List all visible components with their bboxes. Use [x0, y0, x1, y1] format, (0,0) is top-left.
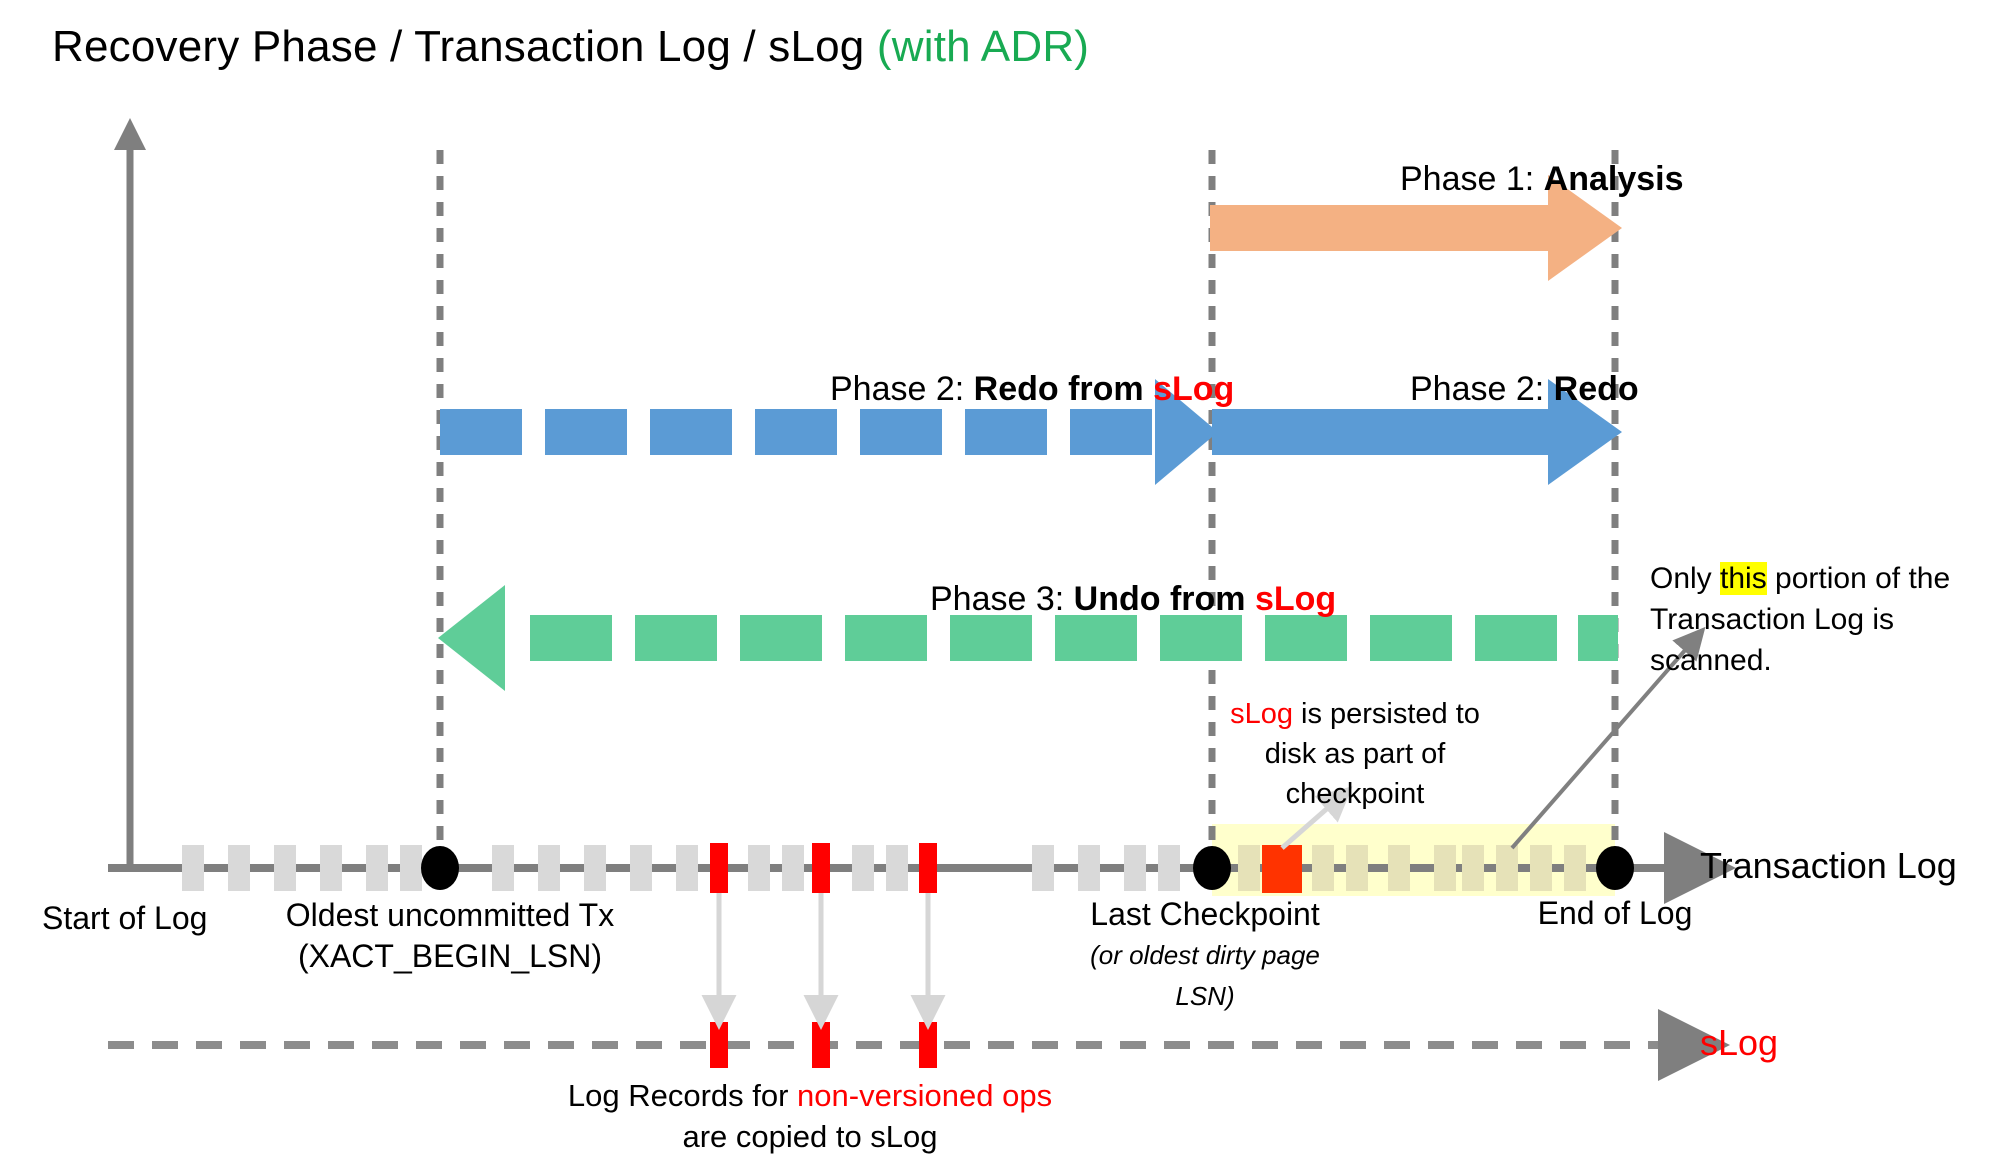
slog-red-ticks: [710, 1022, 937, 1068]
start-of-log-label: Start of Log: [42, 900, 208, 936]
guide-lines: [436, 150, 1619, 872]
log-records-line2: are copied to sLog: [682, 1119, 938, 1154]
phase2-redo-label: Phase 2: Redo: [1410, 370, 1639, 409]
phase2-slog-prefix: Phase 2:: [830, 370, 974, 408]
title-main: Recovery Phase / Transaction Log / sLog: [52, 22, 877, 71]
scanned-region-pointer-arrow: [1510, 626, 1706, 850]
log-records-pre: Log Records for: [567, 1078, 798, 1113]
phase3-name: Undo from: [1073, 580, 1255, 618]
oldest-tx-line1: Oldest uncommitted Tx: [285, 897, 615, 933]
transaction-log-ticks-scanned: [1238, 845, 1586, 891]
transaction-log-ticks: [182, 845, 1180, 891]
marker-oldest-uncommitted-tx: [421, 846, 459, 890]
phase2-redo-from-slog-label: Phase 2: Redo from sLog: [830, 370, 1234, 409]
slog-axis-label: sLog: [1700, 1022, 1779, 1063]
oldest-uncommitted-tx-label: Oldest uncommitted Tx (XACT_BEGIN_LSN): [220, 895, 680, 977]
last-checkpoint-line2: (or oldest dirty page: [1090, 940, 1320, 970]
phase3-name-tail: sLog: [1254, 580, 1337, 618]
phase2-redo-arrow: [1212, 379, 1622, 485]
phase3-undo-from-slog-arrow: [438, 585, 1618, 691]
slog-persist-keyword: sLog: [1230, 698, 1293, 730]
slog-persist-line2: disk as part of: [1264, 738, 1446, 770]
oldest-tx-line2: (XACT_BEGIN_LSN): [297, 938, 603, 974]
slog-persist-line3: checkpoint: [1285, 778, 1425, 810]
only-this-highlight: this: [1720, 562, 1767, 595]
scanned-portion-annotation: Only this portion of the Transaction Log…: [1650, 558, 1990, 681]
transaction-log-axis-label: Transaction Log: [1700, 845, 1957, 886]
only-this-post: portion of the: [1766, 562, 1951, 595]
phase1-prefix: Phase 1:: [1400, 160, 1544, 198]
copy-to-slog-arrows: [701, 893, 946, 1030]
page-title: Recovery Phase / Transaction Log / sLog …: [52, 22, 1089, 72]
marker-end-of-log: [1596, 846, 1634, 890]
slog-persisted-annotation: sLog is persisted to disk as part of che…: [1205, 694, 1505, 814]
end-of-log-label: End of Log: [1537, 895, 1693, 931]
log-records-annotation: Log Records for non-versioned ops are co…: [530, 1075, 1090, 1157]
phase1-name: Analysis: [1543, 160, 1684, 198]
log-records-highlight: non-versioned ops: [797, 1078, 1053, 1113]
phase1-label: Phase 1: Analysis: [1400, 160, 1684, 199]
slog-persist-line1: is persisted to: [1292, 698, 1480, 730]
only-this-pre: Only: [1650, 562, 1721, 595]
only-this-line2: Transaction Log is scanned.: [1650, 603, 1895, 677]
last-checkpoint-line3: LSN): [1175, 981, 1235, 1011]
phase2-slog-name: Redo from: [973, 370, 1154, 408]
phase3-undo-from-slog-label: Phase 3: Undo from sLog: [930, 580, 1336, 619]
phase2-slog-name-tail: sLog: [1153, 370, 1235, 408]
phase1-analysis-arrow: [1210, 175, 1622, 281]
phase2-redo-name: Redo: [1553, 370, 1639, 408]
title-adr-suffix: (with ADR): [876, 22, 1090, 71]
phase2-redo-from-slog-arrow: [440, 379, 1218, 485]
checkpoint-block-pointer-arrow: [1280, 786, 1353, 850]
last-checkpoint-label: Last Checkpoint (or oldest dirty page LS…: [1040, 895, 1370, 1016]
phase2-redo-prefix: Phase 2:: [1410, 370, 1554, 408]
checkpoint-slog-block: [1262, 845, 1302, 893]
log-point-markers: [421, 846, 1634, 890]
transaction-log-red-ticks: [710, 843, 937, 893]
vertical-axis: [114, 118, 146, 872]
last-checkpoint-line1: Last Checkpoint: [1090, 896, 1320, 932]
marker-last-checkpoint: [1193, 846, 1231, 890]
phase3-prefix: Phase 3:: [930, 580, 1074, 618]
